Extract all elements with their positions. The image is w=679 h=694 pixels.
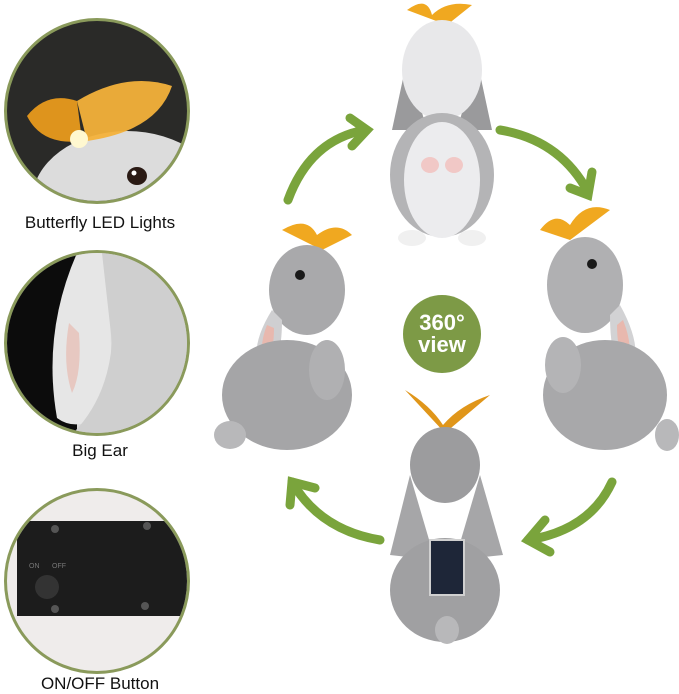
- badge-line2: view: [418, 332, 466, 357]
- arrow-icon: [283, 113, 617, 557]
- detail-label-ear: Big Ear: [72, 441, 128, 460]
- rotation-arrows: [283, 113, 617, 557]
- butterfly-icon: [407, 3, 472, 25]
- switch-panel-icon: ON OFF: [17, 521, 187, 616]
- rabbit-ear-icon: [7, 253, 187, 433]
- butterfly-icon: [282, 223, 352, 250]
- svg-text:OFF: OFF: [52, 563, 66, 570]
- butterfly-icon: [405, 390, 490, 433]
- 360-view-badge: 360° view: [403, 295, 481, 373]
- rabbit-left-view: [214, 223, 352, 450]
- big-ear-detail: [4, 250, 190, 436]
- detail-label-led: Butterfly LED Lights: [24, 213, 176, 232]
- svg-text:ON: ON: [29, 563, 40, 570]
- rabbit-back-view: [390, 390, 503, 644]
- detail-label-switch: ON/OFF Button: [40, 674, 160, 693]
- onoff-button-detail: ON OFF: [4, 488, 190, 674]
- butterfly-icon: [540, 207, 610, 240]
- rabbit-right-view: [540, 207, 679, 451]
- butterfly-led-detail: [4, 18, 190, 204]
- solar-panel-icon: [429, 539, 465, 596]
- rabbit-front-view: [390, 3, 494, 246]
- butterfly-led-icon: [27, 81, 187, 201]
- badge-line1: 360°: [419, 310, 465, 335]
